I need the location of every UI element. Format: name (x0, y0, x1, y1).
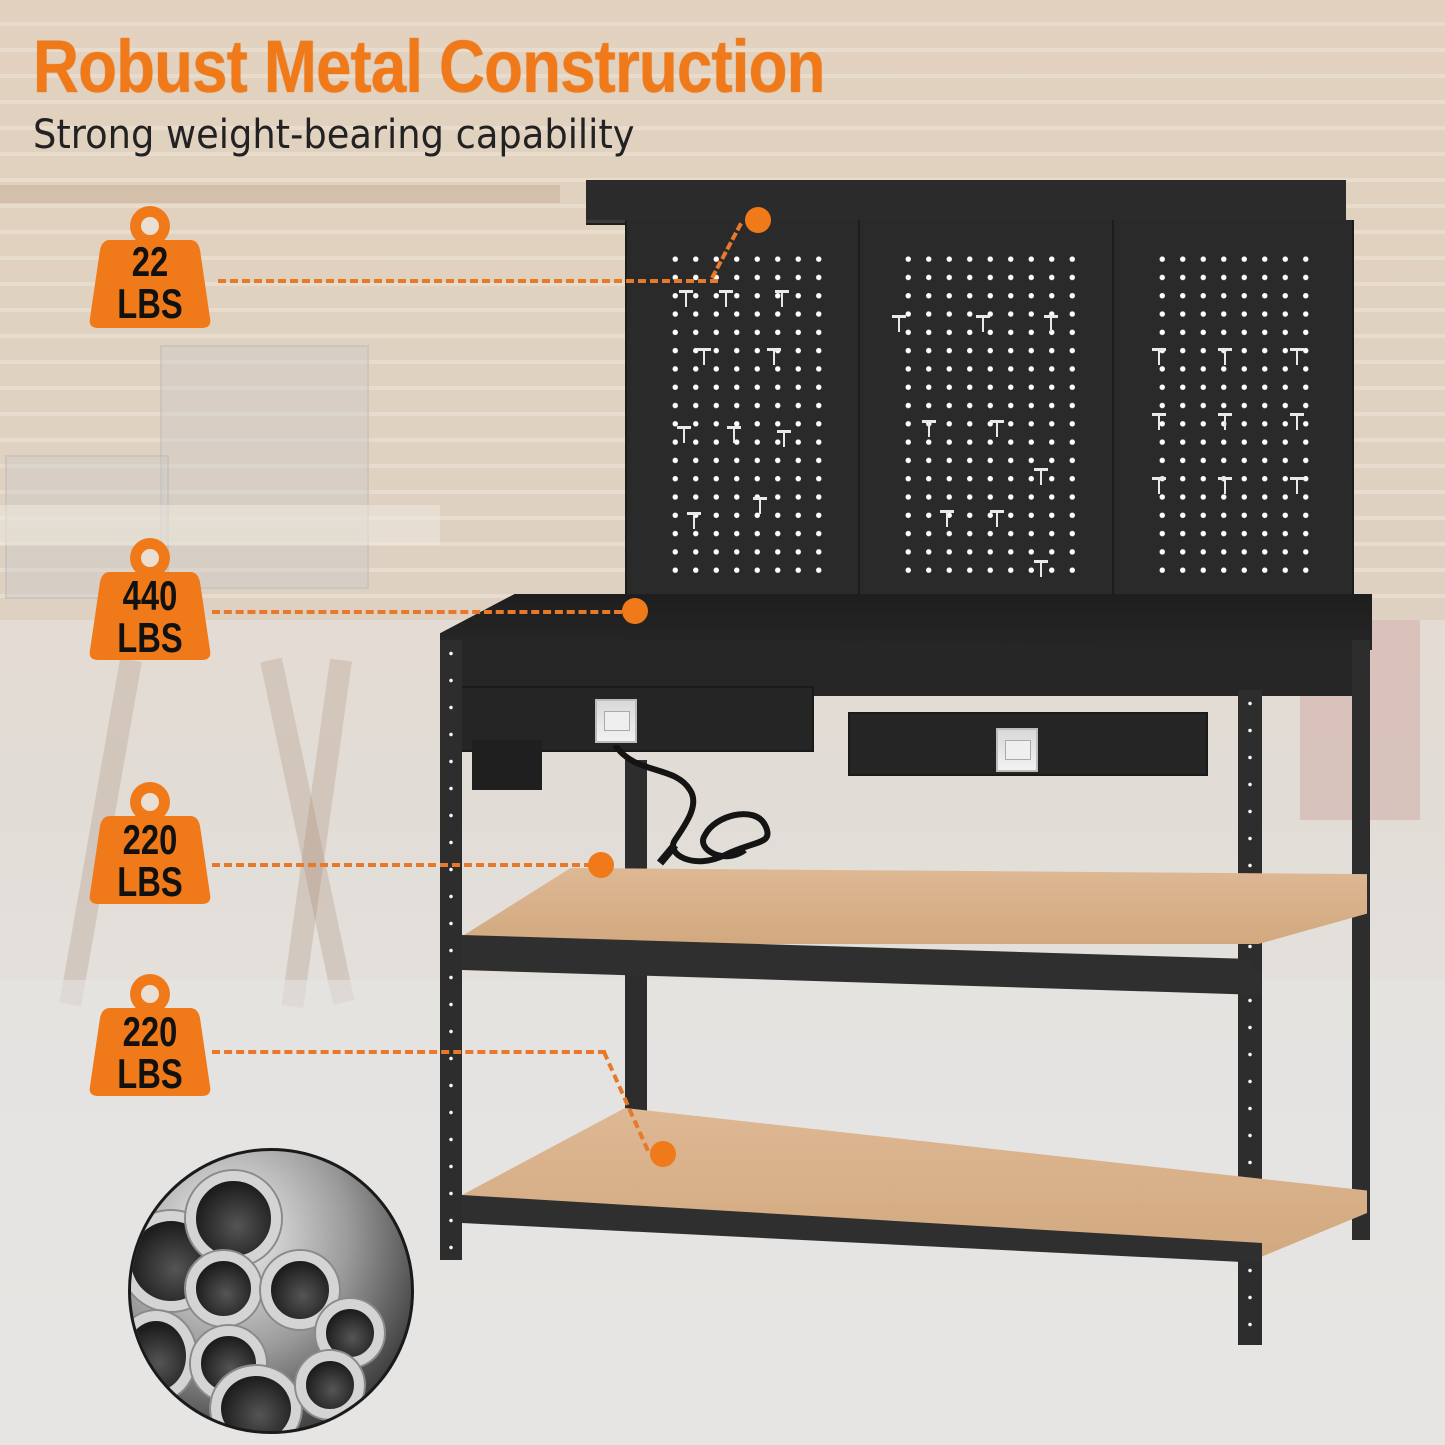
drawer-right[interactable] (848, 712, 1208, 776)
callout-dot (745, 207, 771, 233)
weight-icon (89, 206, 211, 328)
callout-dot (650, 1141, 676, 1167)
capacity-unit: LBS (117, 858, 183, 905)
leader-line (212, 610, 622, 614)
leader-line (212, 863, 592, 867)
drawer-handle[interactable] (996, 728, 1038, 772)
capacity-badge-pegboard: 22 LBS (88, 204, 212, 332)
capacity-unit: LBS (117, 280, 183, 327)
background-beam (0, 185, 560, 203)
power-strip (472, 740, 542, 790)
drawer-handle[interactable] (595, 699, 637, 743)
capacity-value: 220 (122, 1008, 178, 1055)
pegboard-panel-left (625, 220, 861, 610)
callout-dot (588, 852, 614, 878)
steel-pipes-inset (128, 1148, 414, 1434)
capacity-value: 220 (122, 816, 178, 863)
capacity-value: 22 (131, 238, 169, 285)
headline-title: Robust Metal Construction (33, 25, 826, 108)
capacity-badge-middle-shelf: 220 LBS (88, 780, 212, 908)
pegboard-panel-right (1112, 220, 1354, 610)
leader-line (212, 1050, 606, 1054)
capacity-badge-bottom-shelf: 220 LBS (88, 972, 212, 1100)
pegboard-top-shelf (586, 180, 1346, 223)
weight-icon (89, 782, 211, 904)
middle-shelf (462, 868, 1367, 944)
headline-subtitle: Strong weight-bearing capability (33, 112, 635, 158)
back-right-leg (1352, 640, 1370, 1240)
capacity-value: 440 (122, 572, 178, 619)
callout-dot (622, 598, 648, 624)
pegboard-panel-center (858, 220, 1114, 610)
background-storage-cabinet (160, 345, 369, 589)
capacity-unit: LBS (117, 614, 183, 661)
power-cord (612, 745, 771, 866)
weight-icon (89, 974, 211, 1096)
background-table (0, 505, 440, 545)
leader-line (218, 279, 718, 283)
front-left-leg (440, 640, 462, 1260)
capacity-badge-worksurface: 440 LBS (88, 536, 212, 664)
weight-icon (89, 538, 211, 660)
capacity-unit: LBS (117, 1050, 183, 1097)
